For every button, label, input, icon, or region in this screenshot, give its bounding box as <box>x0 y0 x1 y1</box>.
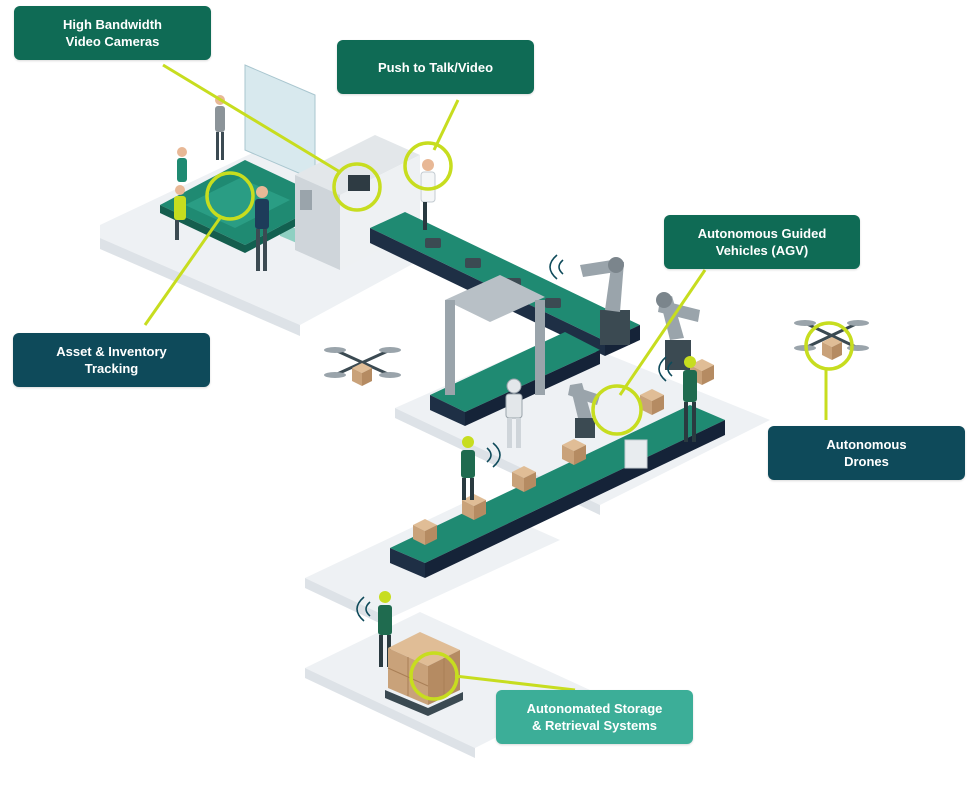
processing-machine <box>295 135 420 270</box>
robot-arm-icon <box>568 383 600 438</box>
connector-storage <box>454 674 576 692</box>
wifi-signal-icon <box>356 254 673 622</box>
worker-icon <box>461 436 475 500</box>
callout-drones-line2: Drones <box>844 454 889 469</box>
drone-icon <box>794 320 869 360</box>
callout-drones-line1: Autonomous <box>826 437 907 452</box>
callout-asset-tracking-line2: Tracking <box>84 361 139 376</box>
connector-agv <box>618 269 707 396</box>
humanoid-robot-icon <box>505 378 523 448</box>
worker-icon <box>420 159 436 230</box>
callout-agv-line1: Autonomous Guided <box>697 226 827 241</box>
callout-push-to-talk: Push to Talk/Video <box>337 40 534 94</box>
callout-video-cameras-line1: High Bandwidth <box>63 17 162 32</box>
highlight-ring-asset-tracking <box>205 171 255 221</box>
connector-lines <box>143 63 828 692</box>
gantry-frame <box>445 275 545 395</box>
callout-drones: Autonomous Drones <box>768 426 965 480</box>
highlight-rings <box>205 141 854 701</box>
connector-push-to-talk <box>432 99 460 151</box>
callout-storage: Autonomated Storage & Retrieval Systems <box>496 690 693 744</box>
highlight-ring-agv <box>591 384 643 436</box>
workers-at-table <box>174 95 269 271</box>
highlight-ring-drones <box>804 321 854 371</box>
callout-storage-line1: Autonomated Storage <box>526 701 663 716</box>
callout-video-cameras: High Bandwidth Video Cameras <box>14 6 211 60</box>
highlight-ring-push-to-talk <box>403 141 453 191</box>
callout-agv: Autonomous Guided Vehicles (AGV) <box>664 215 860 269</box>
drone-icon <box>324 347 401 386</box>
robot-arm-icon <box>580 257 630 345</box>
cardboard-box-icon <box>562 439 586 465</box>
callout-asset-tracking-line1: Asset & Inventory <box>56 344 167 359</box>
cardboard-box-icon <box>640 389 664 415</box>
callout-push-to-talk-line1: Push to Talk/Video <box>377 59 494 75</box>
highlight-ring-video-cameras <box>332 162 382 212</box>
highlight-ring-storage <box>409 651 459 701</box>
worker-icon <box>683 356 697 442</box>
callout-asset-tracking: Asset & Inventory Tracking <box>13 333 210 387</box>
callout-video-cameras-line2: Video Cameras <box>65 34 160 49</box>
callout-agv-line2: Vehicles (AGV) <box>715 243 809 258</box>
cardboard-box-icon <box>413 519 437 545</box>
cardboard-box-icon <box>512 466 536 492</box>
connector-video-cameras <box>162 63 341 174</box>
callout-storage-line2: & Retrieval Systems <box>531 718 657 733</box>
connector-asset-tracking <box>143 217 222 326</box>
cardboard-boxes <box>413 359 714 545</box>
conveyor-cross <box>430 332 600 426</box>
